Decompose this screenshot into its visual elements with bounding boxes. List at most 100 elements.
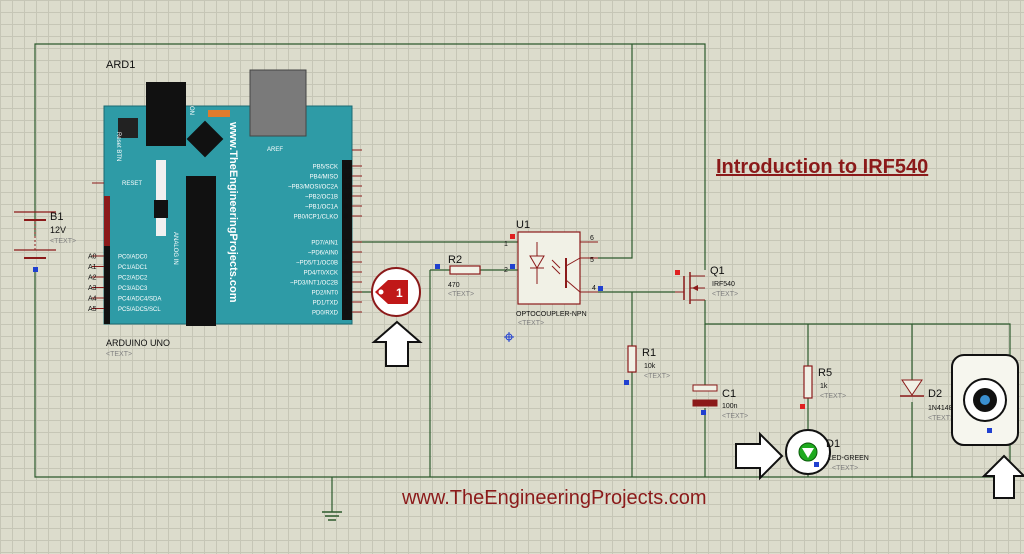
footer-url: www.TheEngineeringProjects.com	[402, 487, 707, 509]
on-label: ON	[188, 106, 194, 115]
reset-label: RESET	[122, 181, 142, 187]
digital-pin-number: 12	[344, 174, 352, 181]
cap-ref: C1	[722, 388, 736, 400]
digital-pin-name: PD2/INT0	[312, 291, 339, 297]
analog-pin-name: PC1/ADC1	[118, 265, 148, 271]
diode-text: <TEXT>	[928, 415, 954, 422]
mosfet-text: <TEXT>	[712, 291, 738, 298]
analog-pin-name: PC3/ADC3	[118, 286, 148, 292]
battery-b1[interactable]: B1 12V <TEXT>	[14, 211, 76, 272]
atmega-chip	[186, 176, 216, 326]
analog-pin-number: A1	[88, 264, 97, 271]
digital-pin-number: 13	[344, 164, 352, 171]
opto-ref: U1	[516, 219, 530, 231]
digital-pin-name: PB0/ICP1/CLKO	[294, 215, 339, 221]
digital-pin-number: 4	[344, 270, 348, 277]
wire-bottom-rail	[34, 268, 1010, 478]
r2-value: 470	[448, 282, 460, 289]
power-jack	[146, 82, 186, 146]
r2-text: <TEXT>	[448, 291, 474, 298]
aref-label: AREF	[267, 147, 283, 153]
digital-pin-name: PB4/MISO	[310, 175, 339, 181]
digital-pin-name: PD4/T0/XCK	[304, 271, 338, 277]
digital-pin-number: 7	[344, 240, 348, 247]
digital-pin-number: 11	[344, 184, 351, 191]
optocoupler-u1[interactable]: U1 1 2 6 5 4 OPTOCOUPLER-NPN <TEXT>	[504, 219, 603, 342]
analog-pin-name: PC5/ADC5/SCL	[118, 307, 161, 313]
arduino-ref: ARD1	[106, 59, 135, 71]
resistor-r1[interactable]: R1 10k <TEXT>	[624, 345, 670, 385]
up-arrow-icon	[371, 320, 423, 367]
digital-pin-name: ~PD5/T1/OC0B	[296, 261, 338, 267]
digital-pin-number: 3	[344, 280, 348, 287]
digital-pin-number: 5	[344, 260, 348, 267]
crystal	[156, 160, 166, 236]
wire-opto-collector	[598, 44, 633, 259]
arduino-value: ARDUINO UNO	[106, 338, 170, 348]
diode-value: 1N4148	[928, 405, 953, 412]
digital-pin-name: PD1/TXD	[313, 301, 339, 307]
digital-pin-number: 0	[344, 310, 348, 317]
motor-arrow-icon	[981, 454, 1024, 499]
wire-drain-rail	[704, 300, 1011, 355]
regulator	[154, 200, 168, 218]
analog-pin-name: PC0/ADC0	[118, 255, 148, 261]
digital-pins: 13 PB5/SCK 12 PB4/MISO 11 ~PB3/MOSI/OC2A 10 ~PB…	[288, 164, 362, 317]
opto-pin2: 2	[504, 267, 508, 274]
arduino-text: <TEXT>	[106, 351, 132, 358]
analog-pin-number: A5	[88, 306, 97, 313]
analog-in-label: ANALOG IN	[172, 232, 178, 265]
led-triangle	[802, 448, 814, 458]
battery-text: <TEXT>	[50, 238, 76, 245]
usb-connector	[249, 69, 307, 137]
led-text: <TEXT>	[832, 465, 858, 472]
capacitor-c1[interactable]: C1 100n <TEXT>	[692, 384, 748, 420]
led-on-indicator	[208, 110, 230, 117]
resistor-r2[interactable]: R2 470 <TEXT>	[448, 254, 481, 298]
wires	[34, 43, 1011, 512]
digital-pin-name: ~PD3/INT1/OC2B	[290, 281, 338, 287]
digital-pin-name: ~PB2/OC1B	[305, 195, 338, 201]
ground-icon	[322, 511, 342, 521]
opto-text: <TEXT>	[518, 320, 544, 327]
opto-value: OPTOCOUPLER-NPN	[516, 311, 587, 318]
digital-pin-name: PB5/SCK	[313, 165, 338, 171]
diode-ref: D2	[928, 388, 942, 400]
digital-pin-number: 10	[344, 194, 352, 201]
mosfet-q1[interactable]: Q1 IRF540 <TEXT>	[675, 265, 738, 304]
led-ref: D1	[826, 438, 840, 450]
r5-text: <TEXT>	[820, 393, 846, 400]
arduino-uno[interactable]: ARD1 Reset BTN ON ANALOG IN www.TheEngin…	[88, 59, 362, 358]
r5-value: 1k	[820, 383, 828, 390]
analog-pin-name: PC4/ADC4/SDA	[118, 297, 161, 303]
diode-d2[interactable]: D2 1N4148 <TEXT>	[900, 379, 954, 422]
reset-button	[118, 118, 138, 138]
mosfet-value: IRF540	[712, 281, 735, 288]
logic-state-input[interactable]: 1	[371, 264, 440, 367]
logic-state-dot	[378, 289, 384, 295]
analog-pin-name: PC2/ADC2	[118, 276, 148, 282]
cap-text: <TEXT>	[722, 413, 748, 420]
logic-state-tag	[375, 280, 408, 304]
analog-pin-number: A4	[88, 296, 97, 303]
r1-text: <TEXT>	[644, 373, 670, 380]
cap-value: 100n	[722, 403, 738, 410]
right-header	[342, 160, 352, 320]
left-header-red	[104, 196, 110, 246]
wire-top-rail	[34, 43, 706, 270]
led-d1[interactable]: D1 LED-GREEN <TEXT>	[735, 429, 869, 481]
resistor-r5[interactable]: R5 1k <TEXT>	[800, 365, 846, 409]
analog-pin-number: A3	[88, 285, 97, 292]
opto-pin4: 4	[592, 285, 596, 292]
logic-state-value: 1	[396, 286, 403, 300]
r5-ref: R5	[818, 367, 832, 379]
opto-pin1: 1	[504, 241, 508, 248]
battery-value: 12V	[50, 225, 66, 235]
mosfet-ref: Q1	[710, 265, 725, 277]
page-title: Introduction to IRF540	[716, 156, 929, 178]
digital-pin-name: ~PB3/MOSI/OC2A	[288, 185, 338, 191]
left-header	[104, 196, 110, 324]
dc-motor[interactable]	[951, 354, 1024, 499]
